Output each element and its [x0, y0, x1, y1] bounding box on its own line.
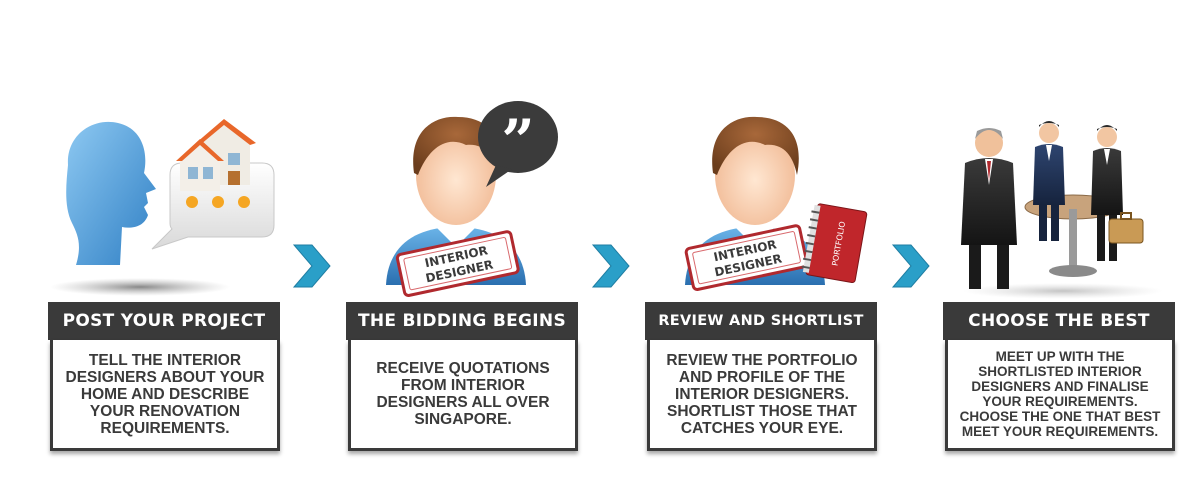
svg-text:”: ”: [501, 107, 534, 175]
step-post-project: Post your project Tell the interior desi…: [48, 0, 280, 500]
step-description: Meet up with the shortlisted interior de…: [959, 349, 1161, 439]
step-description-box: Meet up with the shortlisted interior de…: [945, 340, 1175, 451]
step-description-box: Tell the interior designers about your h…: [50, 340, 280, 451]
step-description: Tell the interior designers about your h…: [65, 351, 265, 437]
chevron-right-icon: [591, 244, 630, 288]
step-title: The bidding begins: [346, 302, 578, 340]
step-title: Post your project: [48, 302, 280, 340]
step-description-box: Review the portfolio and profile of the …: [647, 340, 877, 451]
step-title: Review and shortlist: [645, 302, 877, 340]
portfolio-book-icon: PORTFOLIO: [801, 203, 868, 284]
step-description: Receive quotations from interior designe…: [376, 360, 550, 428]
step-bidding-begins: ” INTERIOR DESIGNER The bidding begins R…: [346, 0, 578, 500]
step-choose-best: Choose the best Meet up with the shortli…: [943, 0, 1175, 500]
chevron-right-icon: [292, 244, 331, 288]
step-title: Choose the best: [943, 302, 1175, 340]
step-description: Review the portfolio and profile of the …: [666, 351, 858, 437]
step-review-shortlist: INTERIOR DESIGNER PORTFOLIO Review and s…: [645, 0, 877, 500]
designer-speech-icon: ” INTERIOR DESIGNER: [386, 101, 558, 297]
designer-portfolio-icon: INTERIOR DESIGNER PORTFOLIO: [684, 116, 868, 291]
business-meeting-icon: [961, 121, 1163, 299]
step-description-box: Receive quotations from interior designe…: [348, 340, 578, 451]
speaking-head-house-icon: [50, 119, 275, 296]
chevron-right-icon: [891, 244, 930, 288]
